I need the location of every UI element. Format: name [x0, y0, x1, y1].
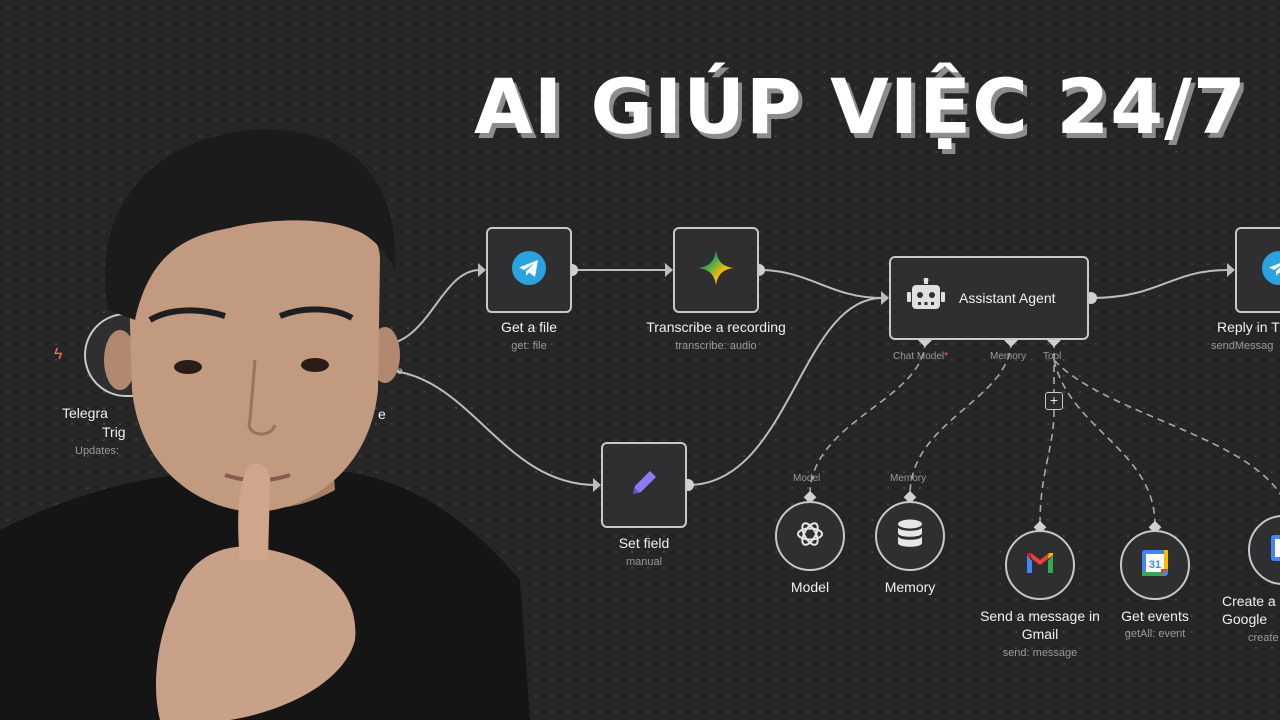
arrow-agent-input: [881, 291, 889, 305]
connection-transcribe-agent: [758, 269, 883, 299]
reply-subtitle: sendMessag: [1211, 340, 1274, 352]
set-field-title: Set field: [618, 535, 670, 551]
tool-handle-label: Tool: [1043, 351, 1062, 362]
robot-icon: [907, 277, 945, 319]
person-photo: [0, 129, 530, 720]
branch-false-label: se: [392, 366, 403, 377]
model-title: Model: [790, 579, 830, 595]
add-tool-button[interactable]: +: [1045, 392, 1063, 410]
person-eye-left: [174, 360, 202, 374]
connection-memory-agent: [909, 340, 1012, 496]
person-eyebrow-left: [148, 307, 226, 323]
svg-text:31: 31: [1149, 559, 1161, 571]
reply-node[interactable]: [1235, 227, 1280, 313]
gemini-icon: [697, 249, 735, 292]
get-file-subtitle: get: file: [511, 340, 547, 352]
get-events-title: Get events: [1121, 608, 1189, 624]
connection-agent-reply: [1090, 269, 1229, 299]
model-handle-label: Model: [793, 473, 821, 484]
connection-model-agent: [809, 340, 926, 496]
person-eyebrow-right: [278, 306, 354, 321]
get-file-node[interactable]: [486, 227, 572, 313]
google-calendar-icon: [1270, 534, 1280, 567]
transcribe-title: Transcribe a recording: [646, 319, 786, 335]
transcribe-node[interactable]: [673, 227, 759, 313]
telegram-icon: [511, 250, 547, 291]
get-events-subtitle: getAll: event: [1124, 628, 1186, 640]
branch-cut-label: e: [378, 406, 386, 422]
person-hair: [104, 129, 396, 320]
person-hand: [155, 546, 356, 720]
database-icon: [896, 519, 924, 554]
trigger-title-line2: Trig: [102, 424, 126, 440]
person-ear-left: [104, 330, 136, 390]
get-events-node[interactable]: 31: [1120, 530, 1190, 600]
person-index-finger: [238, 463, 271, 560]
lightning-icon: ϟ: [54, 346, 63, 363]
memory-node[interactable]: [875, 501, 945, 571]
gmail-subtitle: send: message: [1002, 647, 1078, 659]
headline-title: AI GIÚP VIỆC 24/7: [474, 62, 1247, 151]
create-event-subtitle: create: [1248, 632, 1279, 644]
connection-set-field-agent: [687, 297, 883, 486]
person-face: [128, 196, 380, 512]
reply-title: Reply in T: [1217, 319, 1280, 335]
google-calendar-icon: 31: [1141, 549, 1169, 582]
person-eye-right: [301, 358, 329, 372]
model-node[interactable]: [775, 501, 845, 571]
transcribe-subtitle: transcribe: audio: [675, 340, 757, 352]
openai-icon: [794, 518, 826, 555]
set-field-subtitle: manual: [625, 556, 663, 568]
memory-handle-label: Memory: [990, 351, 1027, 362]
agent-title: Assistant Agent: [959, 290, 1056, 306]
trigger-subtitle: Updates:: [75, 445, 120, 457]
arrow-get-file-input: [478, 263, 486, 277]
pencil-icon: [627, 466, 661, 505]
assistant-agent-node[interactable]: Assistant Agent: [889, 256, 1089, 340]
memory-top-label: Memory: [890, 473, 927, 484]
connection-tool-gmail: [1039, 409, 1055, 526]
arrow-transcribe-input: [665, 263, 673, 277]
trigger-title: Telegra: [62, 405, 108, 421]
telegram-icon: [1261, 250, 1280, 291]
memory-title: Memory: [884, 579, 936, 595]
gmail-node[interactable]: [1005, 530, 1075, 600]
connection-tool-create: [1053, 359, 1280, 496]
get-file-title: Get a file: [500, 319, 558, 335]
arrow-set-field-input: [593, 478, 601, 492]
set-field-node[interactable]: [601, 442, 687, 528]
gmail-icon: [1025, 551, 1055, 580]
person-nose: [247, 359, 277, 436]
chat-model-label: Chat Model*: [893, 351, 949, 362]
connection-trigger-false-set-field: [379, 369, 597, 486]
arrow-reply-input: [1227, 263, 1235, 277]
connection-tool-events: [1053, 359, 1156, 526]
